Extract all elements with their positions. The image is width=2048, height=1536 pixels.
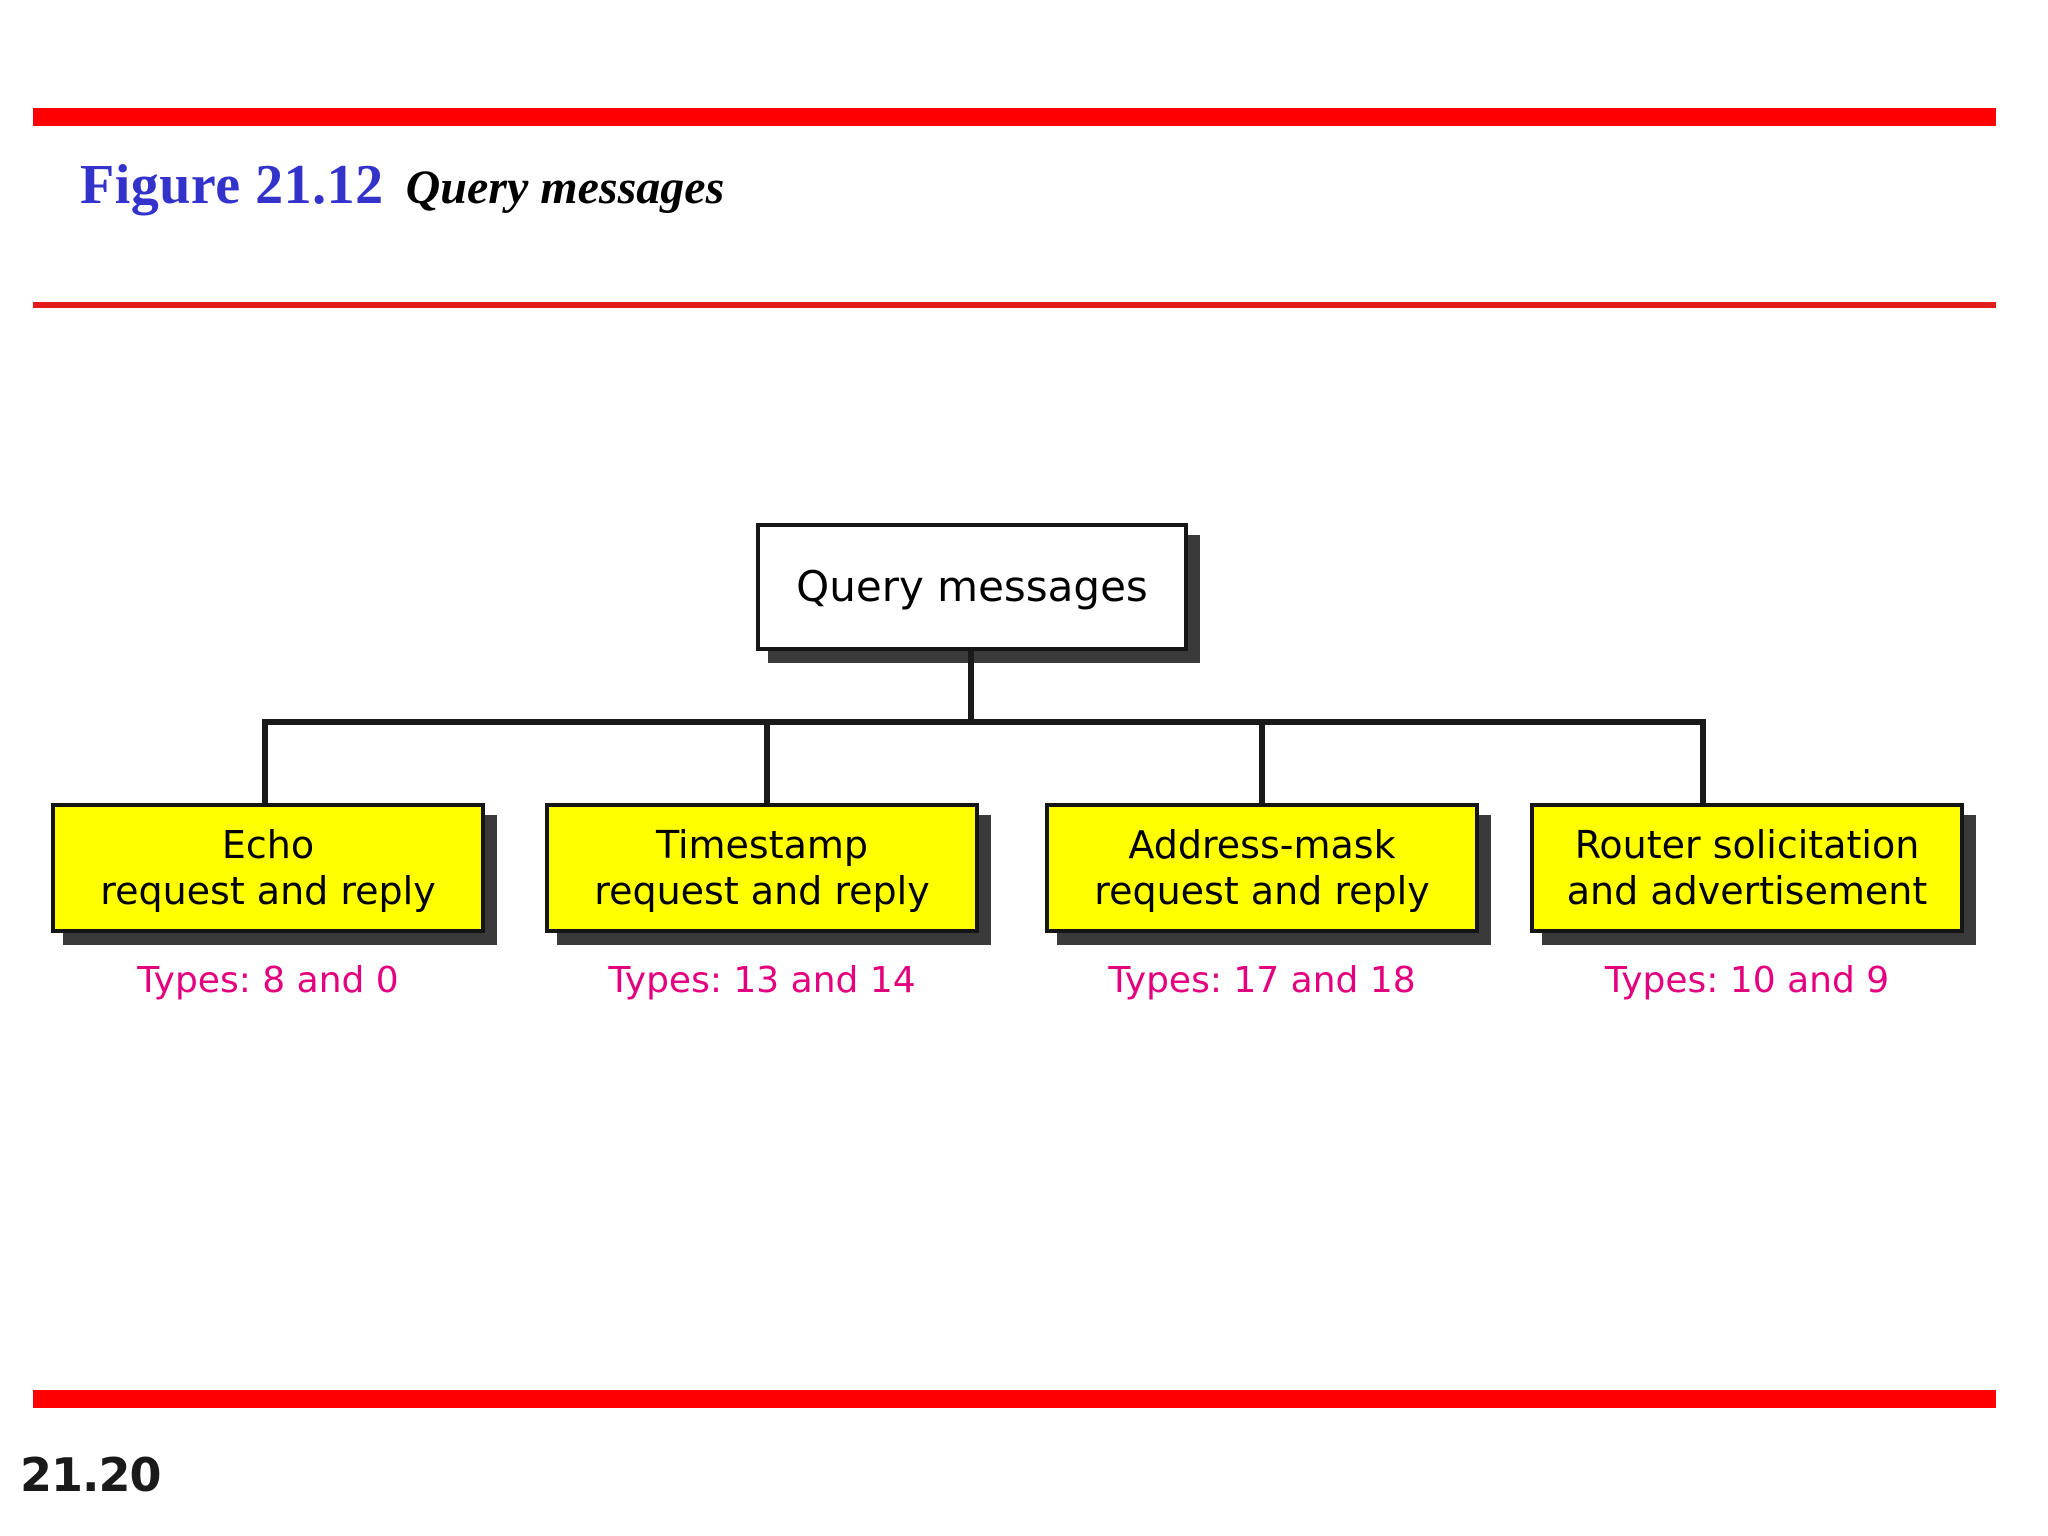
node-query-messages[interactable]: Query messages [756, 523, 1188, 651]
node-address-mask-label-line1: Address-mask [1128, 822, 1396, 867]
connector-horizontal-bus [262, 719, 1706, 725]
node-timestamp-label-line2: request and reply [594, 869, 930, 913]
figure-number: Figure 21.12 [80, 154, 384, 216]
node-timestamp-label: Timestamp request and reply [549, 822, 975, 915]
node-query-messages-label: Query messages [796, 562, 1148, 612]
page-number: 21.20 [20, 1448, 162, 1502]
connector-drop-address-mask [1259, 719, 1265, 807]
node-echo-label-line1: Echo [221, 822, 315, 867]
types-label-address-mask: Types: 17 and 18 [1108, 960, 1416, 1001]
node-echo-label: Echo request and reply [55, 822, 481, 915]
bottom-red-rule [33, 1390, 1996, 1408]
types-label-router-solicitation: Types: 10 and 9 [1604, 960, 1890, 1001]
node-timestamp-label-line1: Timestamp [655, 822, 869, 867]
node-router-solicitation-label-line1: Router solicitation [1574, 822, 1920, 867]
connector-drop-router-solicitation [1700, 719, 1706, 807]
node-router-solicitation[interactable]: Router solicitation and advertisement [1530, 803, 1964, 933]
node-address-mask-label: Address-mask request and reply [1049, 822, 1475, 915]
connector-drop-timestamp [764, 719, 770, 807]
connector-root-stem [968, 651, 974, 723]
connector-drop-echo [262, 719, 268, 807]
node-router-solicitation-label: Router solicitation and advertisement [1534, 822, 1960, 915]
node-address-mask[interactable]: Address-mask request and reply [1045, 803, 1479, 933]
figure-caption: Query messages [405, 161, 725, 214]
node-address-mask-label-line2: request and reply [1094, 869, 1430, 913]
node-echo[interactable]: Echo request and reply [51, 803, 485, 933]
types-label-echo: Types: 8 and 0 [137, 960, 399, 1001]
page-title: Figure 21.12 Query messages [80, 153, 724, 217]
types-label-timestamp: Types: 13 and 14 [608, 960, 916, 1001]
node-echo-label-line2: request and reply [100, 869, 436, 913]
top-red-rule [33, 108, 1996, 126]
node-router-solicitation-label-line2: and advertisement [1566, 869, 1928, 913]
title-underline-rule [33, 302, 1996, 308]
node-timestamp[interactable]: Timestamp request and reply [545, 803, 979, 933]
